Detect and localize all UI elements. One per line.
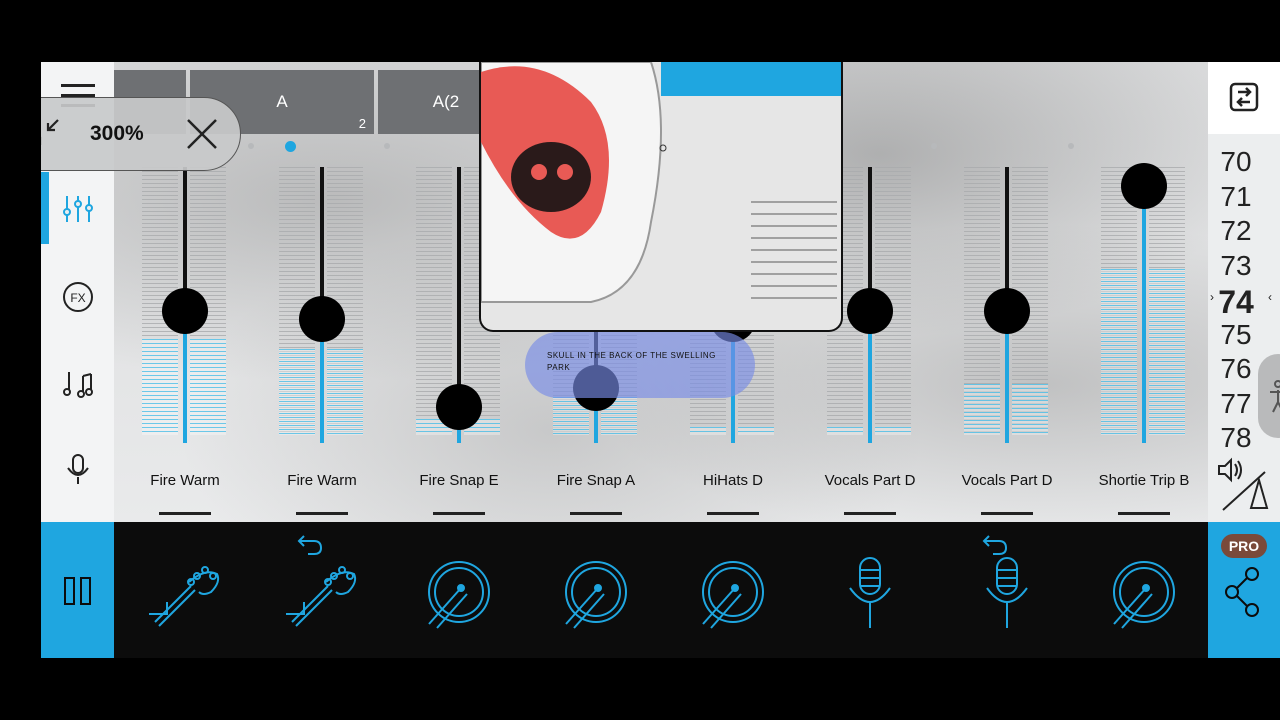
channel-name: Fire Warm [150,472,220,489]
drum-icon[interactable] [419,552,499,632]
channel-strip: Fire Warm [140,162,230,522]
undo-icon[interactable] [981,532,1009,556]
tempo-value: 75 [1220,318,1252,350]
mixer-sliders-icon[interactable] [61,192,95,226]
channel-underline [844,512,896,515]
bass-guitar-icon[interactable] [282,552,362,632]
level-meter-left [1101,167,1137,435]
channel-strip: Fire Warm [277,162,367,522]
drum-icon[interactable] [556,552,636,632]
pause-icon [64,577,91,605]
channel-name: Fire Snap E [419,472,499,489]
microphone-icon[interactable] [830,552,910,632]
active-indicator [41,172,49,244]
close-icon[interactable] [184,116,220,152]
lyric-overlay[interactable]: SKULL IN THE BACK OF THE SWELLING PARK [525,332,755,398]
tab-label: A [276,92,288,111]
channel-underline [296,512,348,515]
undo-icon[interactable] [296,532,324,556]
pro-badge[interactable]: PRO [1221,534,1267,558]
tempo-value: 78 [1220,422,1252,453]
fader-knob[interactable] [847,288,893,334]
level-meter-right [190,167,226,435]
fader-knob[interactable] [436,384,482,430]
zoom-percentage: 300% [90,122,144,145]
pause-button[interactable] [41,522,114,658]
tab-label: A(2 [432,92,460,111]
tempo-value: 72 [1220,215,1252,246]
channel-name: Fire Snap A [556,472,636,489]
tempo-value: 71 [1220,180,1252,212]
microphone-icon[interactable] [61,452,95,486]
channel-name: HiHats D [702,472,763,489]
tempo-value: 74 [1218,284,1254,320]
tempo-value: 77 [1220,387,1252,419]
channel-strip: Vocals Part D [962,162,1052,522]
page-dot [248,143,254,149]
right-column [1208,62,1280,522]
tempo-arrow-right-icon: ‹ [1268,290,1272,304]
tempo-arrow-left-icon: › [1210,290,1214,304]
swap-loop-button[interactable] [1208,62,1280,134]
page-dot [1068,143,1074,149]
tempo-value: 70 [1220,146,1252,177]
page-dot-active [285,141,296,152]
channel-name: Vocals Part D [824,472,916,489]
fx-icon[interactable]: FX [61,280,95,314]
accessibility-icon [1270,380,1280,413]
channel-underline [433,512,485,515]
channel-underline [1118,512,1170,515]
channel-underline [159,512,211,515]
cardinal-logo-image [481,62,837,303]
fader-knob[interactable] [1121,163,1167,209]
channel-name: Fire Warm [287,472,357,489]
mixer-app: FX A 2 A(2 Fire Warm Fire Warm Fire Snap E… [41,62,1280,658]
tab-sub-count: 2 [358,116,366,131]
channel-strip: Shortie Trip B [1099,162,1189,522]
swap-icon [1229,82,1259,112]
preview-popup[interactable] [479,62,843,332]
share-icon [1225,567,1259,617]
lyric-text: SKULL IN THE BACK OF THE SWELLING PARK [547,351,716,372]
page-dot [931,143,937,149]
level-meter-right [1149,167,1185,435]
drum-icon[interactable] [693,552,773,632]
microphone-icon[interactable] [967,552,1047,632]
fader-knob[interactable] [162,288,208,334]
svg-text:FX: FX [70,291,85,305]
bass-guitar-icon[interactable] [145,552,225,632]
channel-name: Shortie Trip B [1098,472,1190,489]
tempo-value: 76 [1220,353,1252,384]
channel-underline [707,512,759,515]
drum-icon[interactable] [1104,552,1184,632]
accessibility-tab[interactable] [1258,354,1280,438]
collapse-icon[interactable] [41,114,64,154]
channel-name: Vocals Part D [961,472,1053,489]
channel-underline [981,512,1033,515]
speaker-icon[interactable] [1215,456,1275,518]
instrument-bar: PRO [41,522,1280,658]
fader-knob[interactable] [299,296,345,342]
music-notes-icon[interactable] [61,366,95,400]
page-dot [384,143,390,149]
zoom-control: 300% [41,97,241,171]
fader-knob[interactable] [984,288,1030,334]
level-meter-right [1012,167,1048,435]
tempo-value: 73 [1220,249,1252,281]
channel-underline [570,512,622,515]
preview-blue-bar [661,62,841,96]
fader-track[interactable] [1142,167,1146,443]
